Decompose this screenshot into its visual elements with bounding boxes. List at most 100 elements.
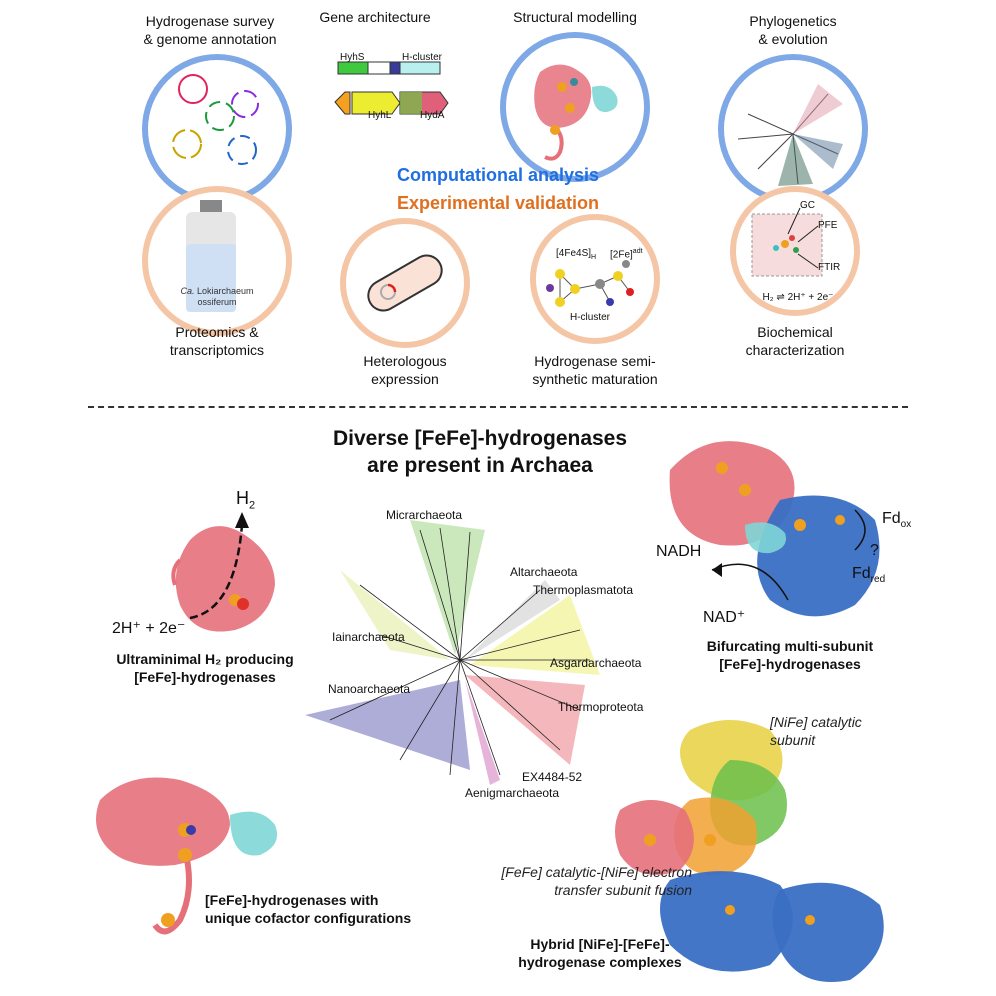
- experimental-validation-heading: Experimental validation: [396, 193, 600, 213]
- nadh-label: NADH: [656, 543, 702, 560]
- label-2fe-text: [2Fe]: [610, 249, 633, 261]
- fusion-label-line2: transfer subunit fusion: [554, 882, 692, 898]
- ultraminimal-caption-line1: Ultraminimal H₂ producing: [116, 651, 294, 667]
- computational-analysis-heading: Computational analysis: [396, 165, 600, 185]
- panel-biochem-title: Biochemical characterization: [695, 323, 895, 359]
- clade-ex4484-52: EX4484-52: [522, 770, 583, 784]
- panel-maturation-title-line2: synthetic maturation: [532, 371, 658, 387]
- unique-caption: [FeFe]-hydrogenases with unique cofactor…: [205, 891, 445, 927]
- ultraminimal-caption-line2: [FeFe]-hydrogenases: [134, 669, 276, 685]
- h2-label-sub: 2: [249, 499, 256, 512]
- panel-phylo-title-line1: Phylogenetics: [749, 13, 837, 29]
- bifurcating-caption-line1: Bifurcating multi-subunit: [706, 638, 874, 654]
- fd-ox-text: Fd: [882, 510, 901, 527]
- panel-gene-title: Gene architecture: [319, 9, 431, 25]
- label-hcluster: H-cluster: [570, 312, 611, 323]
- panel-biochem-title-line1: Biochemical: [757, 324, 833, 340]
- nife-label-line1: [NiFe] catalytic: [770, 714, 862, 730]
- question-mark-label: ?: [870, 542, 879, 559]
- clade-micrarchaeota: Micrarchaeota: [386, 508, 463, 522]
- hybrid-caption-line2: hydrogenase complexes: [518, 954, 682, 970]
- reaction-2h-label: 2H⁺ + 2e⁻: [112, 620, 186, 637]
- panel-proteomics-title-line1: Proteomics &: [175, 324, 259, 340]
- gene-architecture-diagram: [334, 61, 449, 115]
- label-ftir: FTIR: [818, 262, 841, 273]
- nife-label: [NiFe] catalytic subunit: [770, 713, 862, 749]
- clade-thermoplasmatota: Thermoplasmatota: [533, 583, 634, 597]
- panel-survey-title-line1: Hydrogenase survey: [145, 13, 275, 29]
- hybrid-caption-line1: Hybrid [NiFe]-[FeFe]-: [530, 936, 670, 952]
- clade-altarchaeota: Altarchaeota: [510, 565, 578, 579]
- gene-hyhs-label: HyhS: [340, 52, 365, 63]
- clade-iainarchaeota: Iainarchaeota: [332, 630, 405, 644]
- hybrid-caption: Hybrid [NiFe]-[FeFe]- hydrogenase comple…: [500, 935, 700, 971]
- fd-red-text: Fd: [852, 565, 871, 582]
- clade-aenigmarchaeota: Aenigmarchaeota: [465, 786, 560, 800]
- label-4fe4s: [4Fe4S]H: [556, 248, 596, 261]
- fd-red-label: Fdred: [852, 565, 885, 585]
- gene-hyhl-label: HyhL: [368, 110, 392, 121]
- panel-phylo-title: Phylogenetics & evolution: [718, 12, 868, 48]
- culture-bottle-icon: [186, 200, 236, 312]
- panel-survey-title: Hydrogenase survey & genome annotation: [110, 12, 310, 48]
- label-2fe-sup: adt: [632, 248, 643, 255]
- nife-label-line2: subunit: [770, 732, 816, 748]
- panel-proteomics-title: Proteomics & transcriptomics: [117, 323, 317, 359]
- biochem-icon: [751, 207, 823, 277]
- ultraminimal-structure: [171, 512, 275, 632]
- nad-label: NAD⁺: [703, 609, 746, 626]
- bottom-headline-line2: are present in Archaea: [367, 454, 593, 477]
- bacterium-icon: [367, 254, 443, 312]
- gene-hcluster-label: H-cluster: [402, 52, 443, 63]
- phylogenetic-tree: [305, 520, 600, 785]
- panel-phylo-title-line2: & evolution: [758, 31, 828, 47]
- bottle-label-genus: Ca.: [180, 286, 195, 296]
- ultraminimal-caption: Ultraminimal H₂ producing [FeFe]-hydroge…: [85, 650, 325, 686]
- panel-expression-title-line1: Heterologous: [363, 353, 447, 369]
- unique-caption-line2: unique cofactor configurations: [205, 910, 412, 926]
- bifurcating-caption-line2: [FeFe]-hydrogenases: [719, 656, 861, 672]
- panel-maturation-title-line1: Hydrogenase semi-: [534, 353, 656, 369]
- label-4fe4s-text: [4Fe4S]: [556, 248, 592, 259]
- bifurcating-caption: Bifurcating multi-subunit [FeFe]-hydroge…: [670, 637, 910, 673]
- fd-red-sub: red: [870, 574, 886, 586]
- bottom-headline: Diverse [FeFe]-hydrogenases are present …: [270, 425, 690, 479]
- label-4fe4s-sub: H: [591, 254, 597, 261]
- fusion-label-line1: [FeFe] catalytic-[NiFe] electron: [501, 864, 692, 880]
- clade-thermoproteota: Thermoproteota: [558, 700, 644, 714]
- bottle-label-line1: Lokiarchaeum: [194, 286, 254, 296]
- maturation-ring: [530, 214, 660, 344]
- clade-asgardarchaeota: Asgardarchaeota: [550, 656, 642, 670]
- unique-cofactor-structure: [96, 777, 278, 935]
- bottle-label: Ca. Lokiarchaeum ossiferum: [165, 286, 269, 308]
- hybrid-structure: [615, 720, 884, 982]
- genome-circles-icon: [172, 74, 259, 165]
- h2-label: H2: [236, 488, 255, 512]
- label-pfe: PFE: [818, 220, 838, 231]
- label-2fe: [2Fe]adt: [610, 248, 643, 260]
- fd-ox-sub: ox: [900, 519, 912, 531]
- panel-expression-title-line2: expression: [371, 371, 439, 387]
- protein-structure-icon: [534, 64, 618, 161]
- bottle-label-line2: ossiferum: [197, 297, 237, 307]
- bifurcating-structure: [669, 441, 880, 617]
- panel-structure-title: Structural modelling: [513, 9, 637, 25]
- h2-label-text: H: [236, 488, 249, 508]
- clade-nanoarchaeota: Nanoarchaeota: [328, 682, 411, 696]
- label-h2-equation: H₂ ⇌ 2H⁺ + 2e⁻: [762, 292, 834, 303]
- mini-tree-icon: [737, 84, 843, 186]
- panel-maturation-title: Hydrogenase semi- synthetic maturation: [495, 352, 695, 388]
- fd-ox-label: Fdox: [882, 510, 911, 530]
- panel-survey-title-line2: & genome annotation: [143, 31, 277, 47]
- bottom-headline-line1: Diverse [FeFe]-hydrogenases: [332, 427, 628, 450]
- unique-caption-line1: [FeFe]-hydrogenases with: [205, 892, 379, 908]
- gene-hyda-label: HydA: [420, 110, 445, 121]
- label-gc: GC: [800, 200, 815, 211]
- section-divider: [88, 406, 908, 408]
- panel-expression-title: Heterologous expression: [305, 352, 505, 388]
- panel-biochem-title-line2: characterization: [745, 342, 845, 358]
- h-cluster-icon: [546, 260, 634, 307]
- survey-ring: [142, 54, 292, 204]
- panel-proteomics-title-line2: transcriptomics: [169, 342, 265, 358]
- fusion-label: [FeFe] catalytic-[NiFe] electron transfe…: [432, 863, 692, 899]
